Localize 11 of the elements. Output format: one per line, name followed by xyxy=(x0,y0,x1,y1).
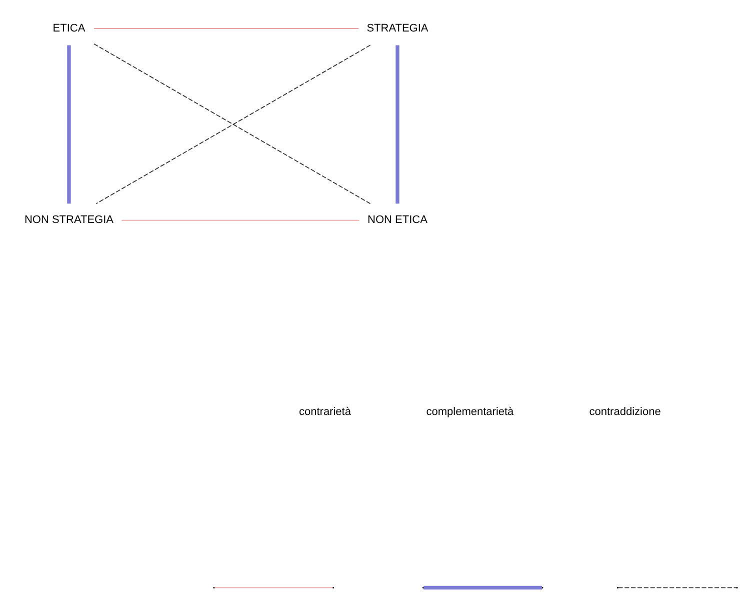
node-text: ETICA xyxy=(52,22,86,34)
legend-label: contraddizione xyxy=(589,406,661,418)
node-text: NON STRATEGIA xyxy=(24,214,114,226)
legend-label: contrarietà xyxy=(298,406,351,418)
connector xyxy=(67,45,71,204)
node-text: STRATEGIA xyxy=(366,22,428,34)
node-text: NON ETICA xyxy=(368,214,428,226)
connector xyxy=(396,45,400,204)
connector xyxy=(121,220,360,221)
legend-label: complementarietà xyxy=(426,406,514,418)
connector xyxy=(94,28,360,29)
